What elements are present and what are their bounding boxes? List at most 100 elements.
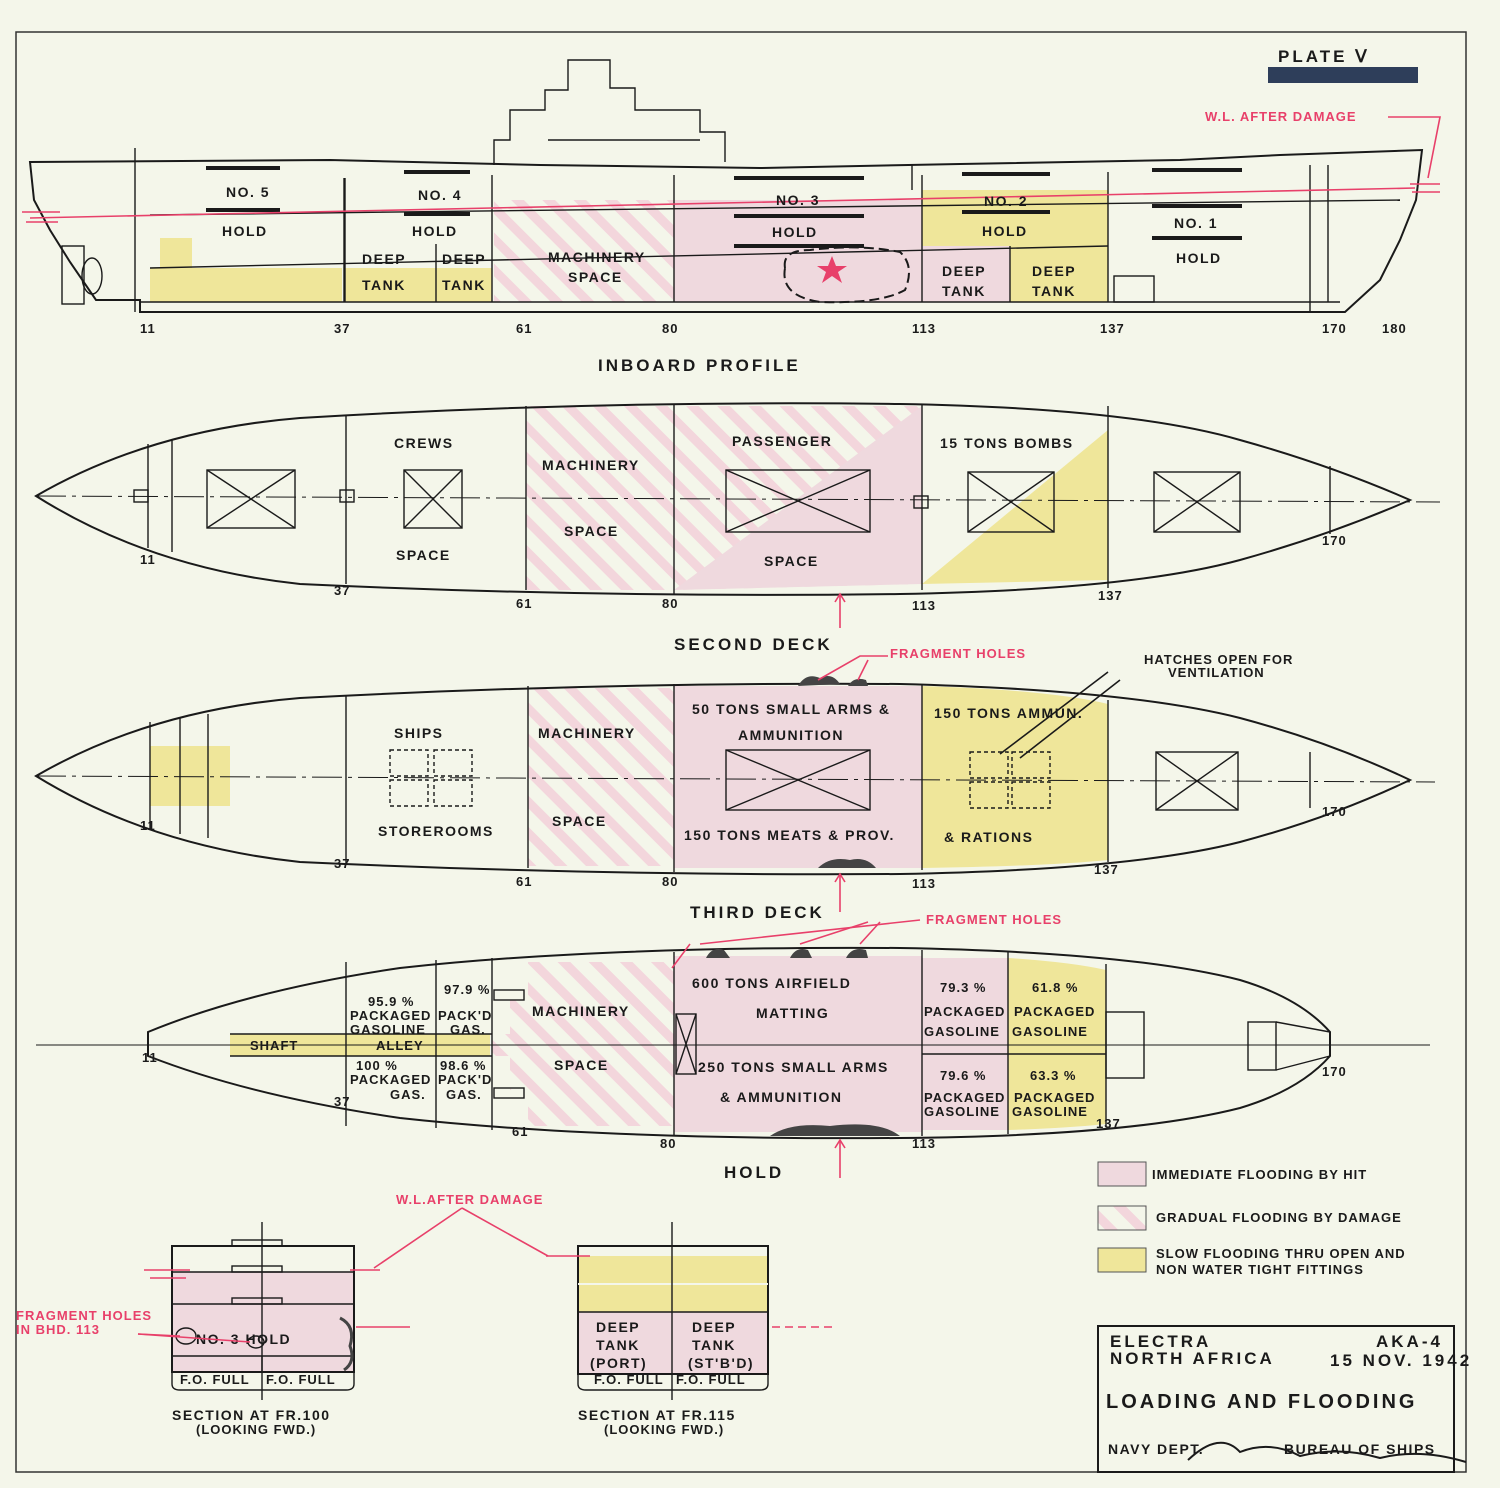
svg-text:HATCHES OPEN FOR: HATCHES OPEN FOR [1144,652,1293,667]
title-block: ELECTRA AKA-4 NORTH AFRICA 15 NOV. 1942 … [1097,1325,1472,1473]
svg-text:(ST'B'D): (ST'B'D) [688,1355,754,1371]
svg-text:113: 113 [912,598,936,613]
svg-text:61: 61 [516,596,532,611]
hold-2-slow [1008,958,1106,1130]
svg-text:TANK: TANK [942,283,986,299]
svg-text:NO. 2: NO. 2 [984,193,1028,209]
svg-text:PACKAGED: PACKAGED [1014,1090,1095,1105]
svg-text:170: 170 [1322,1064,1347,1079]
svg-text:11: 11 [140,552,156,567]
svg-text:DEEP: DEEP [692,1319,736,1335]
svg-text:PACKAGED: PACKAGED [924,1004,1005,1019]
svg-text:SHIPS: SHIPS [394,725,444,741]
svg-text:63.3 %: 63.3 % [1030,1068,1076,1083]
svg-text:80: 80 [660,1136,676,1151]
hold2-slow [922,190,1108,246]
second-deck-plan: CREWS SPACE MACHINERY SPACE PASSENGER SP… [34,402,1441,654]
svg-text:& RATIONS: & RATIONS [944,829,1033,845]
svg-text:DEEP: DEEP [596,1319,640,1335]
svg-text:GAS.: GAS. [446,1087,482,1102]
svg-text:80: 80 [662,321,678,336]
svg-text:GASOLINE: GASOLINE [350,1022,426,1037]
svg-text:TANK: TANK [1032,283,1076,299]
sheet-border [15,31,1467,1473]
svg-text:79.6 %: 79.6 % [940,1068,986,1083]
wl-after-damage-label: W.L. AFTER DAMAGE [1205,109,1357,124]
svg-text:80: 80 [662,874,678,889]
svg-text:TANK: TANK [442,277,486,293]
svg-text:NO. 1: NO. 1 [1174,215,1218,231]
svg-text:95.9 %: 95.9 % [368,994,414,1009]
svg-text:SECTION AT FR.100: SECTION AT FR.100 [172,1407,331,1423]
svg-text:MACHINERY: MACHINERY [538,725,636,741]
svg-text:HOLD: HOLD [982,223,1028,239]
svg-text:SHAFT: SHAFT [250,1038,298,1053]
svg-text:NO. 4: NO. 4 [418,187,462,203]
hull-outline [28,148,1424,313]
aft-tank-slow [150,268,342,302]
svg-text:GASOLINE: GASOLINE [924,1024,1000,1039]
svg-text:AKA-4: AKA-4 [1376,1332,1443,1351]
svg-text:SPACE: SPACE [568,269,623,285]
svg-text:GAS.: GAS. [390,1087,426,1102]
svg-text:DEEP: DEEP [442,251,486,267]
svg-text:W.L.AFTER DAMAGE: W.L.AFTER DAMAGE [396,1192,543,1207]
svg-text:MACHINERY: MACHINERY [548,249,646,265]
second-deck-outline [34,402,1413,596]
svg-text:NO. 3: NO. 3 [776,192,820,208]
svg-text:170: 170 [1322,533,1347,548]
svg-text:GASOLINE: GASOLINE [1012,1104,1088,1119]
svg-text:61: 61 [516,874,532,889]
svg-text:100 %: 100 % [356,1058,398,1073]
svg-text:GRADUAL FLOODING BY DAMAGE: GRADUAL FLOODING BY DAMAGE [1156,1210,1402,1225]
third-deck-title: THIRD DECK [690,903,825,922]
third-deck-outline [34,682,1413,876]
svg-text:180: 180 [1382,321,1407,336]
svg-text:137: 137 [1096,1116,1121,1131]
svg-text:STOREROOMS: STOREROOMS [378,823,494,839]
machinery-gradual [494,200,674,302]
svg-text:HOLD: HOLD [1176,250,1222,266]
svg-text:137: 137 [1094,862,1119,877]
svg-text:AMMUNITION: AMMUNITION [738,727,844,743]
svg-text:IMMEDIATE FLOODING BY HIT: IMMEDIATE FLOODING BY HIT [1152,1167,1367,1182]
svg-text:ALLEY: ALLEY [376,1038,424,1053]
hit-area [783,246,910,304]
svg-text:37: 37 [334,856,350,871]
td-hold-immediate [674,686,922,868]
svg-text:FRAGMENT HOLES: FRAGMENT HOLES [926,912,1062,927]
profile-title: INBOARD PROFILE [598,356,801,375]
svg-text:ELECTRA: ELECTRA [1110,1332,1211,1351]
svg-text:80: 80 [662,596,678,611]
svg-text:11: 11 [140,818,156,833]
svg-text:SPACE: SPACE [564,523,619,539]
svg-text:FRAGMENT HOLES: FRAGMENT HOLES [16,1308,152,1323]
svg-text:NON WATER TIGHT FITTINGS: NON WATER TIGHT FITTINGS [1156,1262,1364,1277]
svg-text:170: 170 [1322,804,1347,819]
svg-text:MATTING: MATTING [756,1005,829,1021]
hold-plan: FRAGMENT HOLES SHAFT ALLEY 95.9 % PACKAG… [36,912,1430,1182]
svg-text:113: 113 [912,876,936,891]
svg-text:MACHINERY: MACHINERY [532,1003,630,1019]
plate-label: PLATE Ⅴ [1268,47,1418,83]
svg-text:DEEP: DEEP [362,251,406,267]
svg-text:TANK: TANK [362,277,406,293]
svg-text:SPACE: SPACE [764,553,819,569]
legend-swatch-gradual [1097,1205,1147,1231]
svg-text:15 NOV. 1942: 15 NOV. 1942 [1330,1351,1472,1370]
svg-text:DEEP: DEEP [942,263,986,279]
svg-text:50 TONS SMALL ARMS &: 50 TONS SMALL ARMS & [692,701,891,717]
svg-text:SECTION AT FR.115: SECTION AT FR.115 [578,1407,736,1423]
svg-text:PACKAGED: PACKAGED [1014,1004,1095,1019]
svg-text:F.O. FULL: F.O. FULL [676,1372,746,1387]
svg-text:TANK: TANK [596,1337,640,1353]
inboard-profile: W.L. AFTER DAMAGE NO. 5 HOLD NO. 4 HOLD … [22,59,1441,375]
svg-text:IN BHD. 113: IN BHD. 113 [16,1322,100,1337]
svg-text:(LOOKING FWD.): (LOOKING FWD.) [604,1422,724,1437]
svg-text:98.6 %: 98.6 % [440,1058,486,1073]
svg-text:(PORT): (PORT) [590,1355,647,1371]
sd-bombs-slow [922,430,1108,584]
svg-text:113: 113 [912,321,936,336]
svg-text:FRAGMENT HOLES: FRAGMENT HOLES [890,646,1026,661]
svg-text:11: 11 [140,321,156,336]
